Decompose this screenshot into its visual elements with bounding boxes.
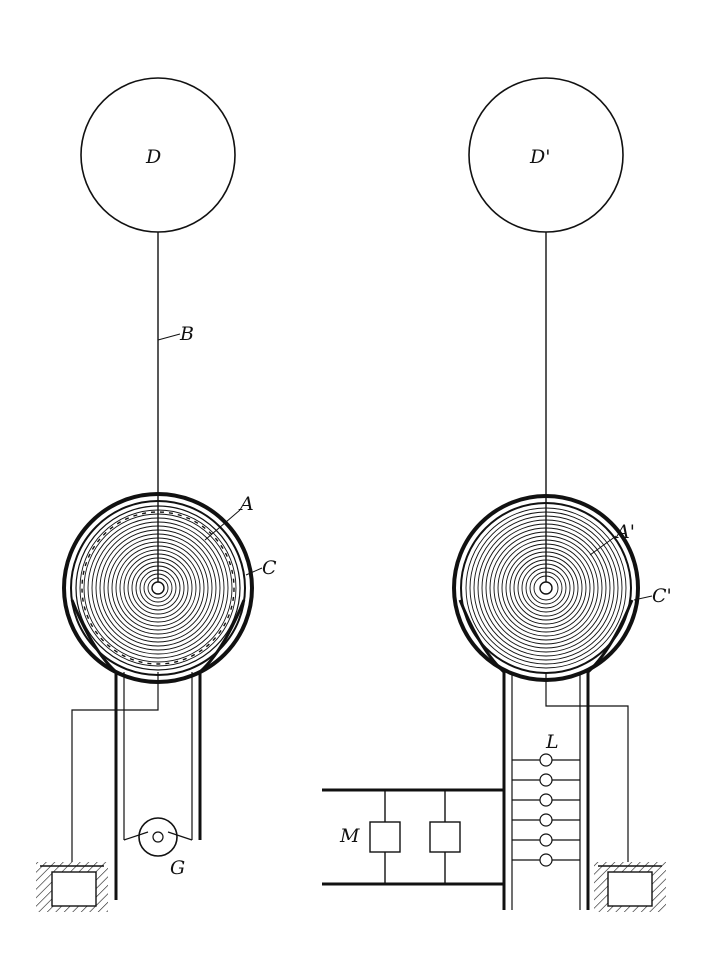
- spiral-coil-a: [79, 509, 237, 667]
- label-b: B: [179, 323, 194, 345]
- leader-c-prime: [633, 595, 653, 601]
- primary-dashed-left: [81, 511, 235, 665]
- coil-center-right: [539, 581, 553, 595]
- right-lower-wiring: [511, 672, 629, 910]
- label-a: A: [238, 493, 254, 515]
- lamps: [539, 753, 553, 867]
- label-a-prime: A': [614, 521, 635, 543]
- left-lower-wiring: [71, 672, 193, 862]
- leader-a-prime: [589, 535, 617, 556]
- coil-center-left: [151, 581, 165, 595]
- label-c-prime: C': [652, 585, 672, 607]
- label-g: G: [170, 857, 185, 879]
- ground-plate-right: [594, 862, 666, 912]
- generator-g: [138, 817, 178, 857]
- label-d-prime: D': [529, 146, 550, 168]
- leader-c: [245, 567, 263, 576]
- ground-plate-left: [36, 862, 108, 912]
- leader-a: [204, 509, 241, 541]
- label-c: C: [262, 557, 277, 579]
- label-m: M: [339, 825, 360, 847]
- ring-c-inner2: [75, 505, 241, 671]
- leader-b: [157, 333, 181, 341]
- spiral-coil-a-prime: [465, 507, 627, 669]
- neck-left: [70, 599, 246, 900]
- label-d: D: [145, 146, 161, 168]
- motor-boxes: [369, 790, 461, 884]
- label-l: L: [545, 731, 559, 753]
